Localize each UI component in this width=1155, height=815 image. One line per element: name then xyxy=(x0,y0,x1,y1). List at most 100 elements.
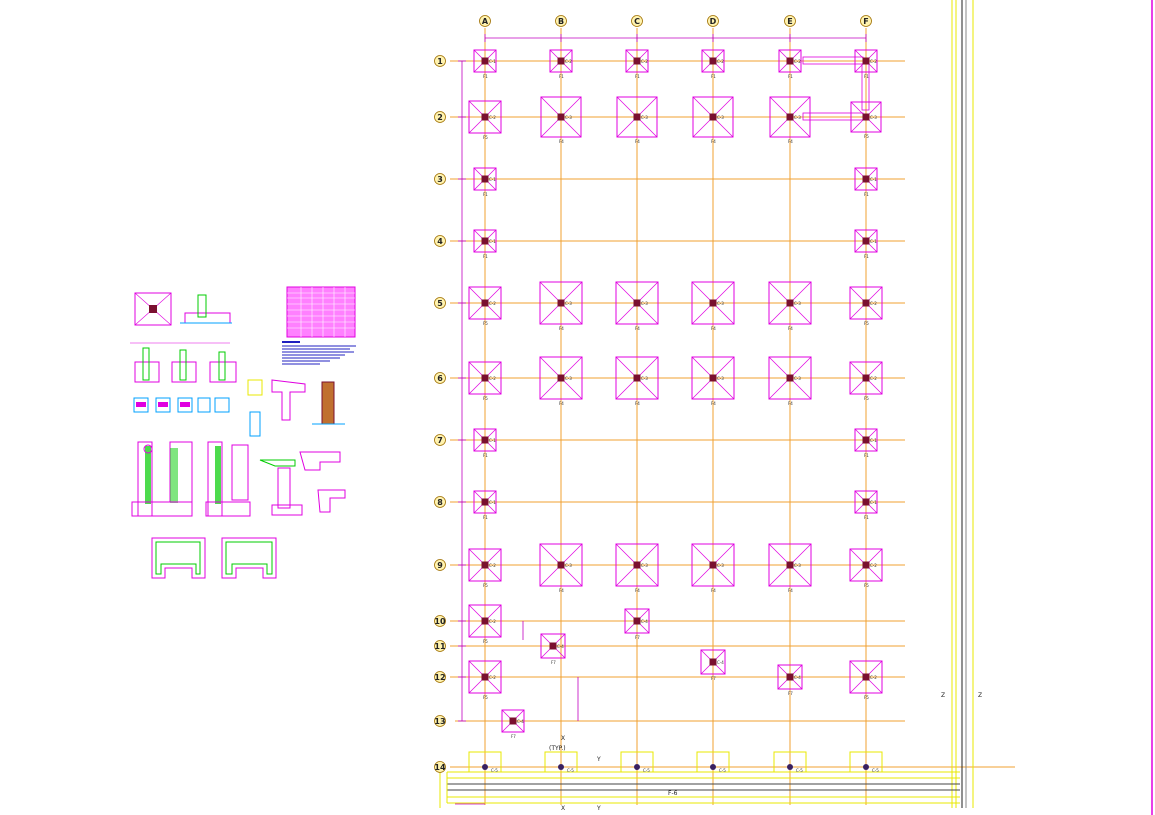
grid-lines xyxy=(450,28,1015,805)
column-pedestal xyxy=(786,113,794,121)
footing-tag: F1 xyxy=(483,453,488,458)
footing-tag: F5 xyxy=(864,134,869,139)
footing-outline xyxy=(468,660,502,694)
column-tag: C-1 xyxy=(489,500,496,505)
column-pedestal xyxy=(786,561,794,569)
grid-bubble-circle xyxy=(434,297,446,309)
grid-bubble-circle xyxy=(434,372,446,384)
footing: C-2F5 xyxy=(849,660,883,700)
footing-tag: F5 xyxy=(864,695,869,700)
footing-tag: F4 xyxy=(788,326,793,331)
column-pedestal xyxy=(557,299,565,307)
footing: C-1F1 xyxy=(473,167,497,197)
grid-bubble-col: C xyxy=(631,15,643,27)
footing: C-3F4 xyxy=(615,281,659,331)
column-pedestal xyxy=(557,561,565,569)
strip-column-tag: C-5 xyxy=(643,768,650,773)
grid-bubble-row: 6 xyxy=(434,372,446,384)
footing-tag: F4 xyxy=(788,401,793,406)
footing-outline xyxy=(473,229,497,253)
footing-tag: F5 xyxy=(483,135,488,140)
strip-column-marker xyxy=(634,764,640,770)
section-x-top: X xyxy=(561,735,565,742)
column-pedestal xyxy=(633,57,641,65)
column-tag: C-4 xyxy=(641,619,648,624)
grid-bubble-label: F xyxy=(863,17,868,26)
footing: C-3F4 xyxy=(539,356,583,406)
strip-column-tag: C-5 xyxy=(796,768,803,773)
column-pedestal xyxy=(481,498,489,506)
footing-outline xyxy=(473,49,497,73)
typ-callout: (TYP.) xyxy=(549,745,566,752)
column-pedestal xyxy=(862,673,870,681)
grid-bubble-label: C xyxy=(634,17,640,26)
column-tag: C-2 xyxy=(489,376,496,381)
grid-bubble-label: 12 xyxy=(434,673,445,682)
footing: C-2F5 xyxy=(849,286,883,326)
grid-bubble-label: 5 xyxy=(437,299,443,308)
column-tag: C-3 xyxy=(717,563,724,568)
grid-bubble-circle xyxy=(479,15,491,27)
column-pedestal xyxy=(786,299,794,307)
section-y-top: Y xyxy=(596,756,601,763)
footing-tag: F7 xyxy=(551,660,556,665)
strip-column-marker xyxy=(482,764,488,770)
column-pedestal xyxy=(481,561,489,569)
column-pedestal xyxy=(481,299,489,307)
column-tag: C-2 xyxy=(489,115,496,120)
footing-outline xyxy=(540,633,566,659)
grid-bubble-col: A xyxy=(479,15,491,27)
column-pedestal xyxy=(481,617,489,625)
grid-bubble-row: 7 xyxy=(434,434,446,446)
column-tag: C-3 xyxy=(717,301,724,306)
footings: C-1F1C-2F1C-2F1C-2F1C-2F1C-2F1C-2F5C-3F4… xyxy=(468,49,883,773)
grid-bubble-circle xyxy=(434,615,446,627)
footing: C-2F5 xyxy=(849,361,883,401)
footing: C-1F1 xyxy=(854,167,878,197)
footing-tag: F1 xyxy=(864,192,869,197)
footing-tag: F1 xyxy=(864,453,869,458)
footing-outline xyxy=(768,356,812,400)
column-tag: C-1 xyxy=(489,438,496,443)
footing-tag: F4 xyxy=(711,139,716,144)
grid-bubble-label: E xyxy=(787,17,792,26)
footing: C-2F5 xyxy=(468,548,502,588)
footing-tag: F4 xyxy=(559,326,564,331)
footing-outline xyxy=(539,543,583,587)
footing: C-3F4 xyxy=(539,543,583,593)
column-tag: C-4 xyxy=(717,660,724,665)
grid-bubble-circle xyxy=(707,15,719,27)
column-tag: C-3 xyxy=(717,115,724,120)
grid-bubble-circle xyxy=(434,640,446,652)
column-tag: C-4 xyxy=(557,644,564,649)
column-tag: C-3 xyxy=(565,376,572,381)
footing-outline xyxy=(468,100,502,134)
footing-outline xyxy=(692,96,734,138)
footing-outline xyxy=(468,604,502,638)
column-tag: C-3 xyxy=(565,301,572,306)
column-pedestal-outline xyxy=(544,751,578,772)
footing: C-1F1 xyxy=(473,49,497,79)
grid-bubble-col: F xyxy=(860,15,872,27)
beam-wall-sections xyxy=(247,379,345,471)
footing-outline xyxy=(849,660,883,694)
footing-schedule-table xyxy=(286,286,356,338)
column-pedestal xyxy=(481,436,489,444)
column-pedestal xyxy=(786,673,794,681)
footing-outline xyxy=(615,281,659,325)
column-tag: C-3 xyxy=(641,301,648,306)
column-tag: C-4 xyxy=(517,719,524,724)
footing-tag: F1 xyxy=(559,74,564,79)
column-tag: C-3 xyxy=(794,563,801,568)
grid-bubble-circle xyxy=(784,15,796,27)
column-tag: C-4 xyxy=(794,675,801,680)
footing: C-1F1 xyxy=(473,490,497,520)
footing: C-2F1 xyxy=(778,49,802,79)
strip-column: C-5 xyxy=(863,764,879,773)
column-pedestal xyxy=(862,498,870,506)
grid-bubble-circle xyxy=(434,111,446,123)
column-pedestal xyxy=(862,374,870,382)
grid-bubble-circle xyxy=(860,15,872,27)
footing: C-3F4 xyxy=(768,356,812,406)
grid-bubble-circle xyxy=(434,715,446,727)
